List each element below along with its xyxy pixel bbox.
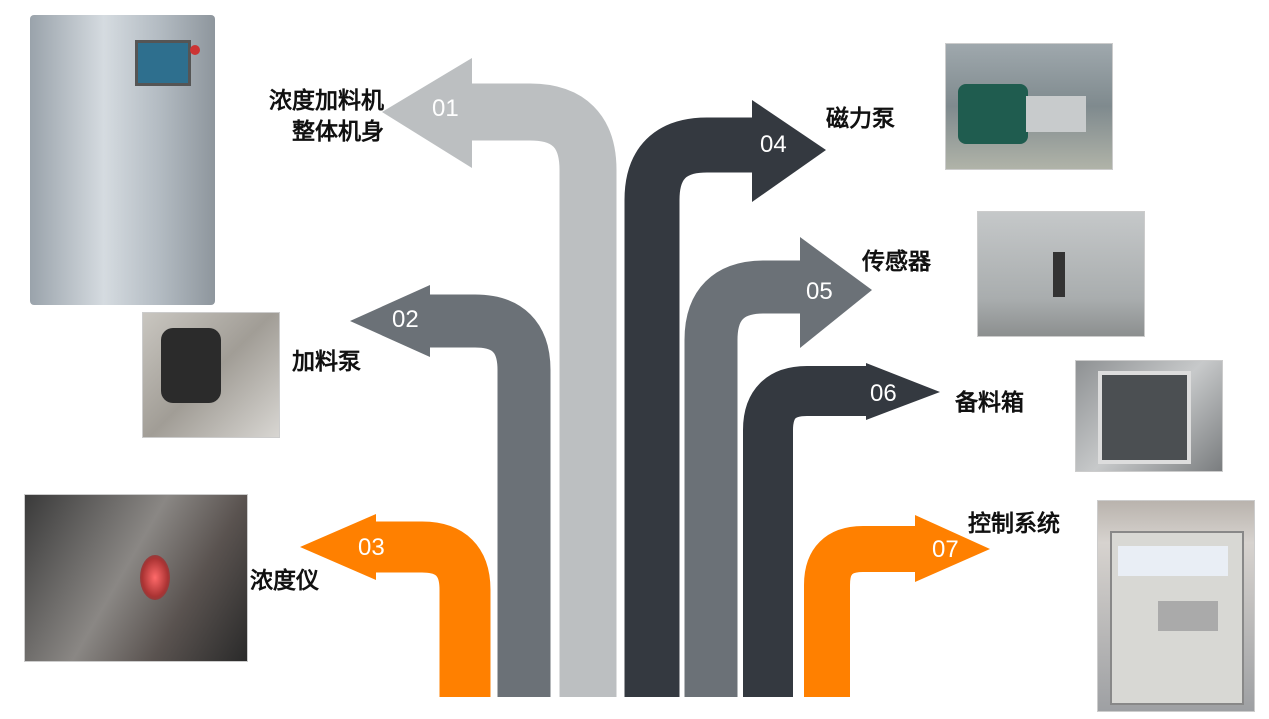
label-04: 磁力泵 [826,106,895,132]
arrow-02: 02 [350,285,551,697]
sensor-photo [977,211,1145,337]
arrow-03: 03 [300,514,491,697]
svg-text:05: 05 [806,278,833,305]
arrow-01: 01 [382,58,617,697]
svg-text:03: 03 [358,534,385,561]
svg-text:04: 04 [760,131,787,158]
label-05: 传感器 [862,249,931,275]
arrow-05: 05 [684,237,872,697]
svg-text:07: 07 [932,536,959,563]
label-01-line2: 整体机身 [292,119,384,145]
concentration-meter-photo [24,494,248,662]
material-tank-photo [1075,360,1223,472]
label-01-line1: 浓度加料机 [269,88,384,114]
arrow-06: 06 [743,363,940,697]
arrow-07: 07 [804,515,990,697]
svg-text:02: 02 [392,306,419,333]
arrow-04: 04 [624,100,826,697]
label-06: 备料箱 [955,390,1024,416]
control-system-photo [1097,500,1255,712]
label-02: 加料泵 [292,349,361,375]
magnetic-pump-photo [945,43,1113,170]
machine-photo [30,15,215,305]
feed-pump-photo [142,312,280,438]
label-01: 浓度加料机 整体机身 [250,86,384,148]
svg-text:06: 06 [870,380,897,407]
label-07: 控制系统 [968,511,1060,537]
svg-text:01: 01 [432,95,459,122]
label-03: 浓度仪 [250,568,319,594]
